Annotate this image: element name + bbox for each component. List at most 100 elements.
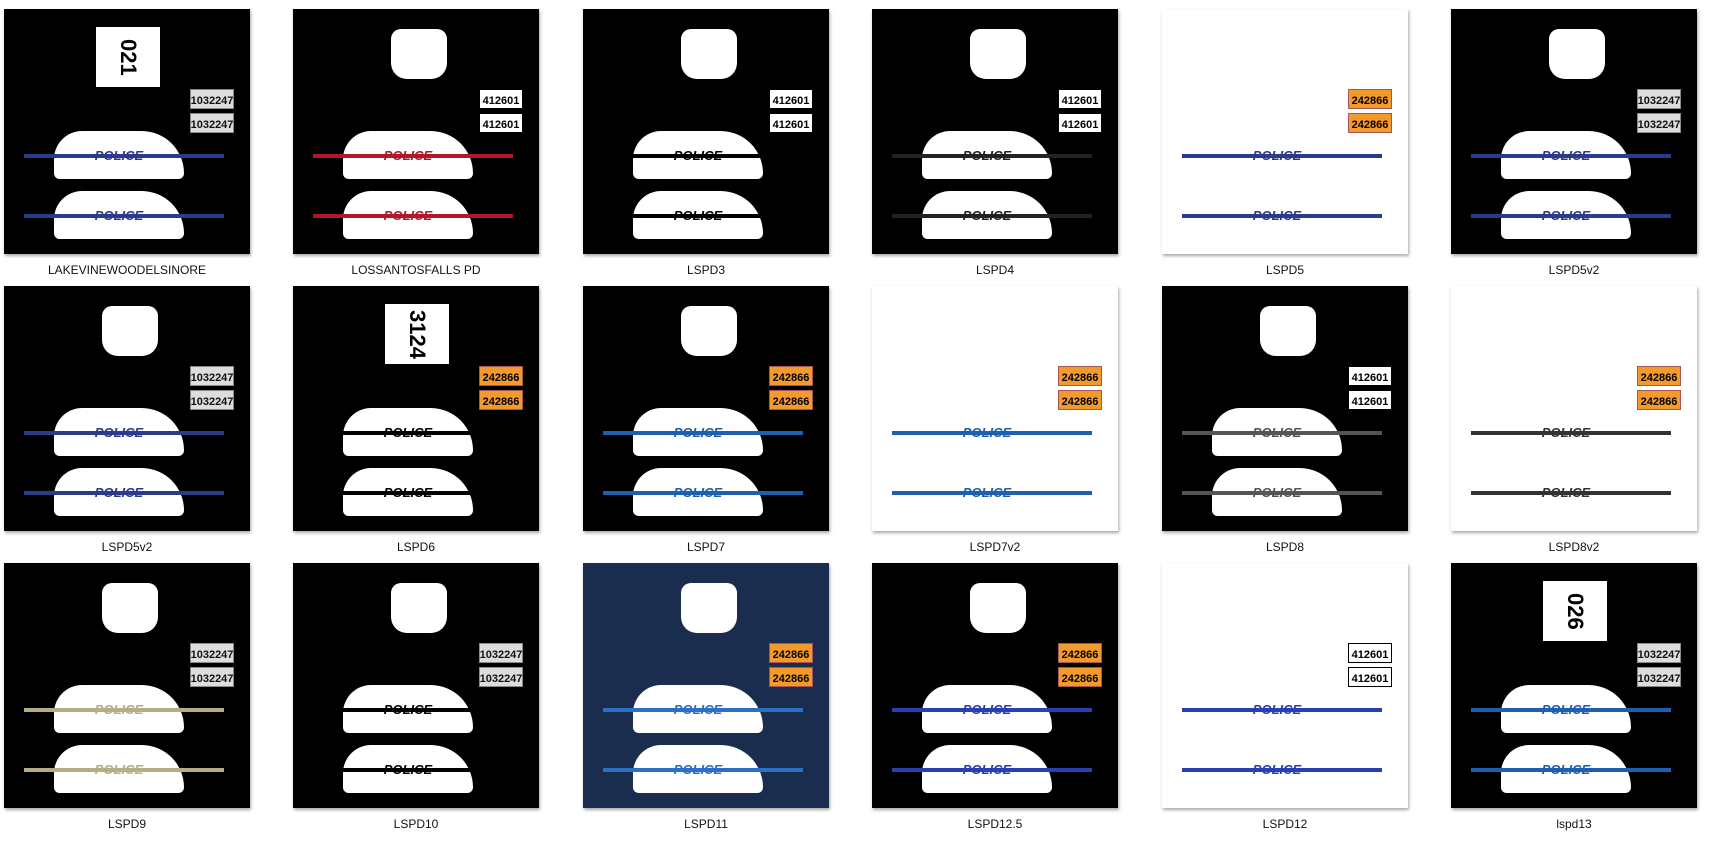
file-item[interactable]: 1032247 1032247 POLICE POLICE LSPD9: [4, 563, 250, 833]
license-plate: 1032247: [1637, 89, 1681, 109]
license-plate: 242866: [1637, 390, 1681, 410]
livery-stripe: [892, 154, 1092, 158]
livery-stripe: [313, 154, 513, 158]
file-name[interactable]: LSPD5v2: [1548, 263, 1600, 277]
livery-stripe: [24, 708, 224, 712]
license-plate: 242866: [769, 667, 813, 687]
livery-stripe: [313, 431, 513, 435]
file-item[interactable]: 021 1032247 1032247 POLICE POLICE LAKEVI…: [4, 9, 250, 279]
file-item[interactable]: 242866 242866 POLICE POLICE LSPD12.5: [872, 563, 1118, 833]
file-item[interactable]: 242866 242866 POLICE POLICE LSPD8v2: [1451, 286, 1697, 556]
texture-thumbnail[interactable]: 242866 242866 POLICE POLICE: [1162, 9, 1408, 254]
license-plate: 242866: [479, 366, 523, 386]
windshield-shape: [1549, 306, 1605, 356]
license-plate: 412601: [769, 113, 813, 133]
file-item[interactable]: 412601 412601 POLICE POLICE LSPD12: [1162, 563, 1408, 833]
livery-stripe: [1471, 708, 1671, 712]
file-name[interactable]: LSPD10: [393, 817, 439, 831]
texture-thumbnail[interactable]: 242866 242866 POLICE POLICE: [583, 563, 829, 808]
file-name[interactable]: LSPD4: [975, 263, 1015, 277]
file-name[interactable]: lspd13: [1556, 817, 1592, 831]
livery-stripe: [24, 768, 224, 772]
file-name[interactable]: LSPD9: [107, 817, 147, 831]
livery-stripe: [603, 491, 803, 495]
texture-thumbnail[interactable]: 242866 242866 POLICE POLICE: [872, 563, 1118, 808]
file-item[interactable]: 412601 412601 POLICE POLICE LOSSANTOSFAL…: [293, 9, 539, 279]
livery-stripe: [1182, 214, 1382, 218]
file-item[interactable]: 3124 242866 242866 POLICE POLICE LSPD6: [293, 286, 539, 556]
livery-stripe: [313, 708, 513, 712]
file-item[interactable]: 1032247 1032247 POLICE POLICE LSPD5v2: [4, 286, 250, 556]
file-name[interactable]: LSPD5: [1265, 263, 1305, 277]
windshield-shape: [1260, 583, 1316, 633]
windshield-shape: [970, 29, 1026, 79]
file-item[interactable]: 1032247 1032247 POLICE POLICE LSPD5v2: [1451, 9, 1697, 279]
file-name[interactable]: LSPD12.5: [967, 817, 1023, 831]
file-item[interactable]: 242866 242866 POLICE POLICE LSPD11: [583, 563, 829, 833]
license-plate: 412601: [769, 89, 813, 109]
file-name[interactable]: LAKEVINEWOODELSINORE: [47, 263, 207, 277]
texture-thumbnail[interactable]: 1032247 1032247 POLICE POLICE: [4, 286, 250, 531]
file-item[interactable]: 242866 242866 POLICE POLICE LSPD7v2: [872, 286, 1118, 556]
file-item[interactable]: 412601 412601 POLICE POLICE LSPD3: [583, 9, 829, 279]
texture-thumbnail[interactable]: 026 1032247 1032247 POLICE POLICE: [1451, 563, 1697, 808]
windshield-shape: [1549, 29, 1605, 79]
file-name[interactable]: LSPD6: [396, 540, 436, 554]
livery-stripe: [313, 768, 513, 772]
license-plate: 242866: [1058, 643, 1102, 663]
license-plate: 1032247: [1637, 667, 1681, 687]
windshield-shape: [391, 583, 447, 633]
license-plate: 1032247: [190, 390, 234, 410]
texture-thumbnail[interactable]: 1032247 1032247 POLICE POLICE: [4, 563, 250, 808]
livery-stripe: [603, 768, 803, 772]
livery-stripe: [24, 491, 224, 495]
texture-thumbnail[interactable]: 242866 242866 POLICE POLICE: [583, 286, 829, 531]
license-plate: 412601: [1348, 390, 1392, 410]
file-item[interactable]: 412601 412601 POLICE POLICE LSPD4: [872, 9, 1118, 279]
livery-stripe: [24, 431, 224, 435]
file-item[interactable]: 412601 412601 POLICE POLICE LSPD8: [1162, 286, 1408, 556]
license-plate: 1032247: [190, 89, 234, 109]
file-name[interactable]: LSPD11: [684, 817, 728, 831]
texture-thumbnail[interactable]: 242866 242866 POLICE POLICE: [1451, 286, 1697, 531]
file-item[interactable]: 026 1032247 1032247 POLICE POLICE lspd13: [1451, 563, 1697, 833]
roof-number: 3124: [385, 304, 449, 364]
file-item[interactable]: 242866 242866 POLICE POLICE LSPD7: [583, 286, 829, 556]
texture-thumbnail[interactable]: 412601 412601 POLICE POLICE: [872, 9, 1118, 254]
texture-thumbnail[interactable]: 1032247 1032247 POLICE POLICE: [1451, 9, 1697, 254]
texture-thumbnail[interactable]: 3124 242866 242866 POLICE POLICE: [293, 286, 539, 531]
file-name[interactable]: LSPD7v2: [969, 540, 1021, 554]
livery-stripe: [892, 431, 1092, 435]
texture-thumbnail[interactable]: 021 1032247 1032247 POLICE POLICE: [4, 9, 250, 254]
file-name[interactable]: LSPD8: [1265, 540, 1305, 554]
license-plate: 242866: [1348, 113, 1392, 133]
livery-stripe: [1471, 768, 1671, 772]
texture-thumbnail[interactable]: 242866 242866 POLICE POLICE: [872, 286, 1118, 531]
texture-thumbnail[interactable]: 412601 412601 POLICE POLICE: [583, 9, 829, 254]
license-plate: 242866: [769, 390, 813, 410]
texture-thumbnail[interactable]: 412601 412601 POLICE POLICE: [293, 9, 539, 254]
windshield-shape: [102, 306, 158, 356]
texture-thumbnail[interactable]: 1032247 1032247 POLICE POLICE: [293, 563, 539, 808]
windshield-shape: [681, 306, 737, 356]
license-plate: 412601: [1348, 366, 1392, 386]
file-name[interactable]: LSPD5v2: [101, 540, 153, 554]
file-name[interactable]: LSPD12: [1262, 817, 1308, 831]
license-plate: 1032247: [1637, 113, 1681, 133]
license-plate: 412601: [1058, 113, 1102, 133]
license-plate: 242866: [769, 643, 813, 663]
license-plate: 412601: [479, 113, 523, 133]
windshield-shape: [1260, 29, 1316, 79]
livery-stripe: [24, 154, 224, 158]
file-item[interactable]: 242866 242866 POLICE POLICE LSPD5: [1162, 9, 1408, 279]
file-name[interactable]: LOSSANTOSFALLS PD: [351, 263, 481, 277]
texture-thumbnail[interactable]: 412601 412601 POLICE POLICE: [1162, 563, 1408, 808]
file-name[interactable]: LSPD3: [686, 263, 726, 277]
file-name[interactable]: LSPD7: [686, 540, 726, 554]
livery-stripe: [1182, 708, 1382, 712]
livery-stripe: [1471, 154, 1671, 158]
texture-thumbnail[interactable]: 412601 412601 POLICE POLICE: [1162, 286, 1408, 531]
file-name[interactable]: LSPD8v2: [1548, 540, 1600, 554]
file-item[interactable]: 1032247 1032247 POLICE POLICE LSPD10: [293, 563, 539, 833]
livery-stripe: [1182, 431, 1382, 435]
